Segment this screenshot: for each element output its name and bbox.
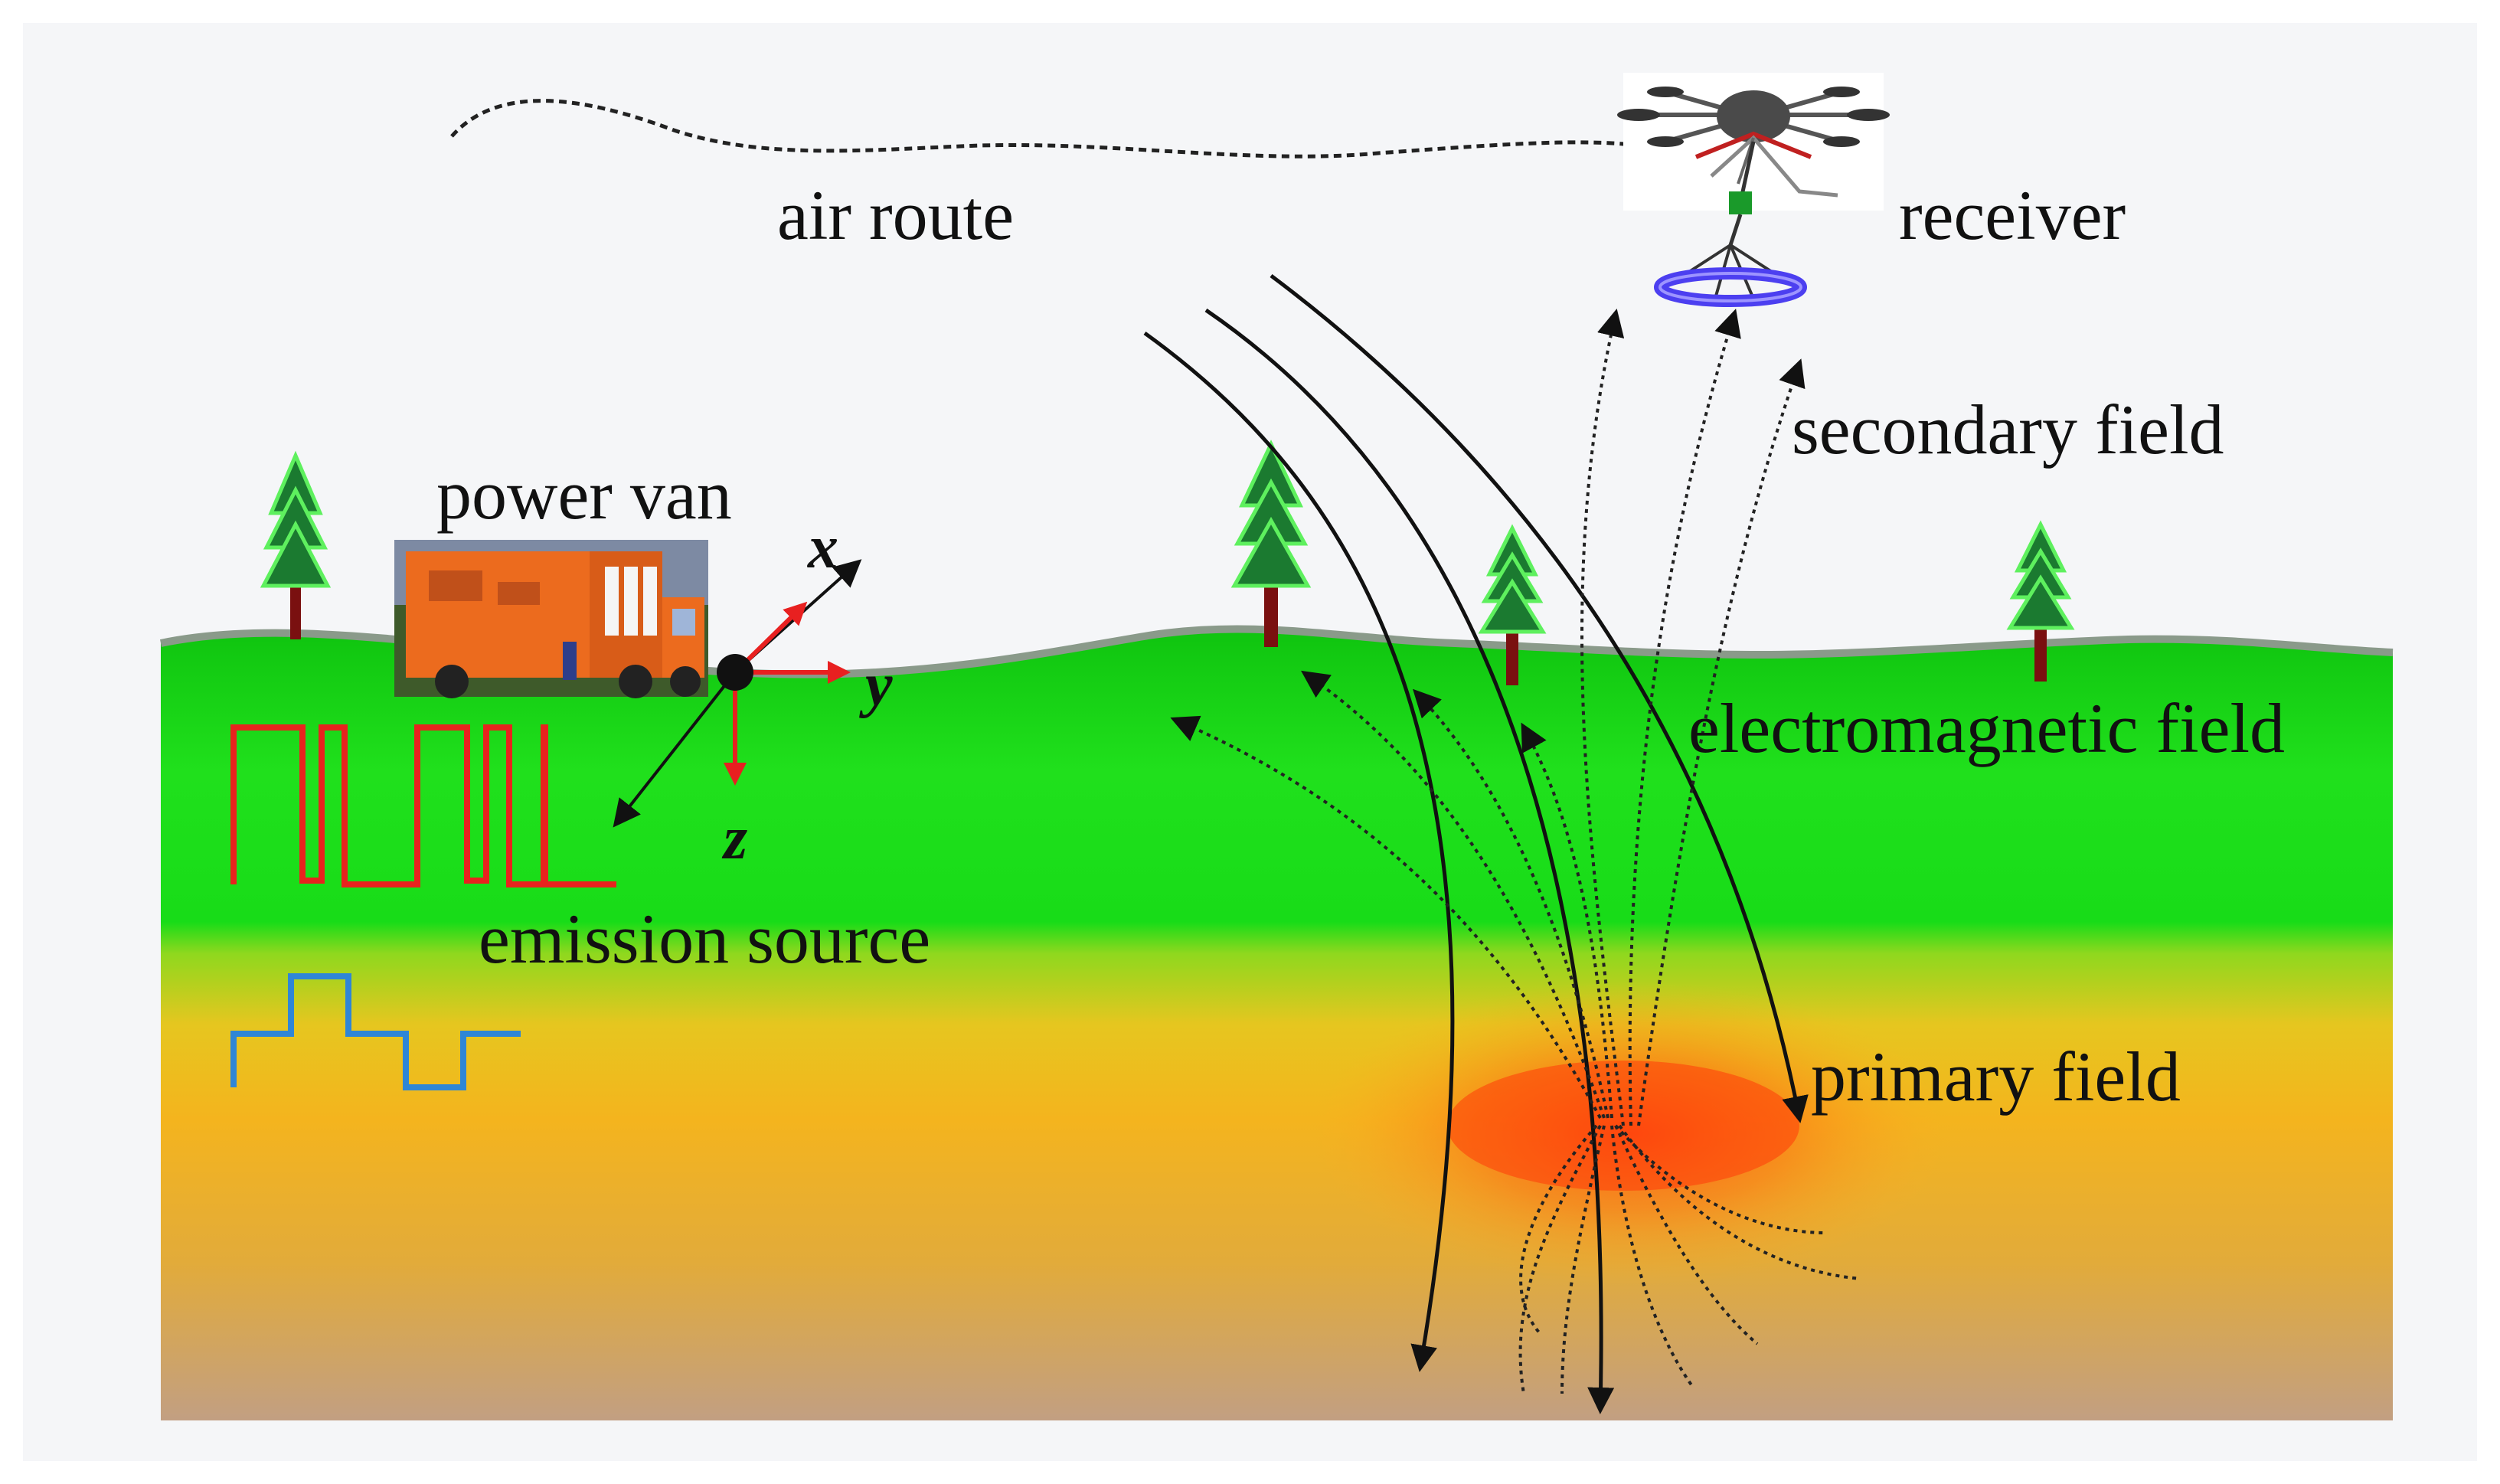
label-emission-source: emission source — [479, 900, 931, 978]
response-waveform — [230, 973, 521, 1090]
emission-waveform — [230, 724, 616, 887]
tree-icon — [2006, 520, 2075, 682]
tree-icon — [1230, 440, 1312, 647]
air-route-line — [450, 99, 1639, 159]
drone-icon — [1617, 73, 1890, 211]
label-air-route: air route — [777, 176, 1015, 254]
coordinate-axes — [613, 559, 862, 828]
receiver-loop-icon — [1654, 141, 1807, 307]
label-power-van: power van — [436, 456, 732, 534]
axis-label-y: y — [865, 652, 893, 719]
label-electromagnetic-field: electromagnetic field — [1688, 689, 2286, 767]
label-primary-field: primary field — [1811, 1038, 2181, 1116]
secondary-field-lines — [1170, 308, 1861, 1394]
label-receiver: receiver — [1899, 176, 2126, 254]
van-icon — [394, 540, 708, 698]
axis-label-z: z — [724, 805, 748, 872]
primary-field-lines — [1143, 274, 1809, 1414]
tree-icon — [260, 450, 332, 639]
label-secondary-field: secondary field — [1792, 391, 2224, 469]
tree-icon — [1478, 524, 1547, 685]
axis-label-x: x — [808, 514, 838, 581]
